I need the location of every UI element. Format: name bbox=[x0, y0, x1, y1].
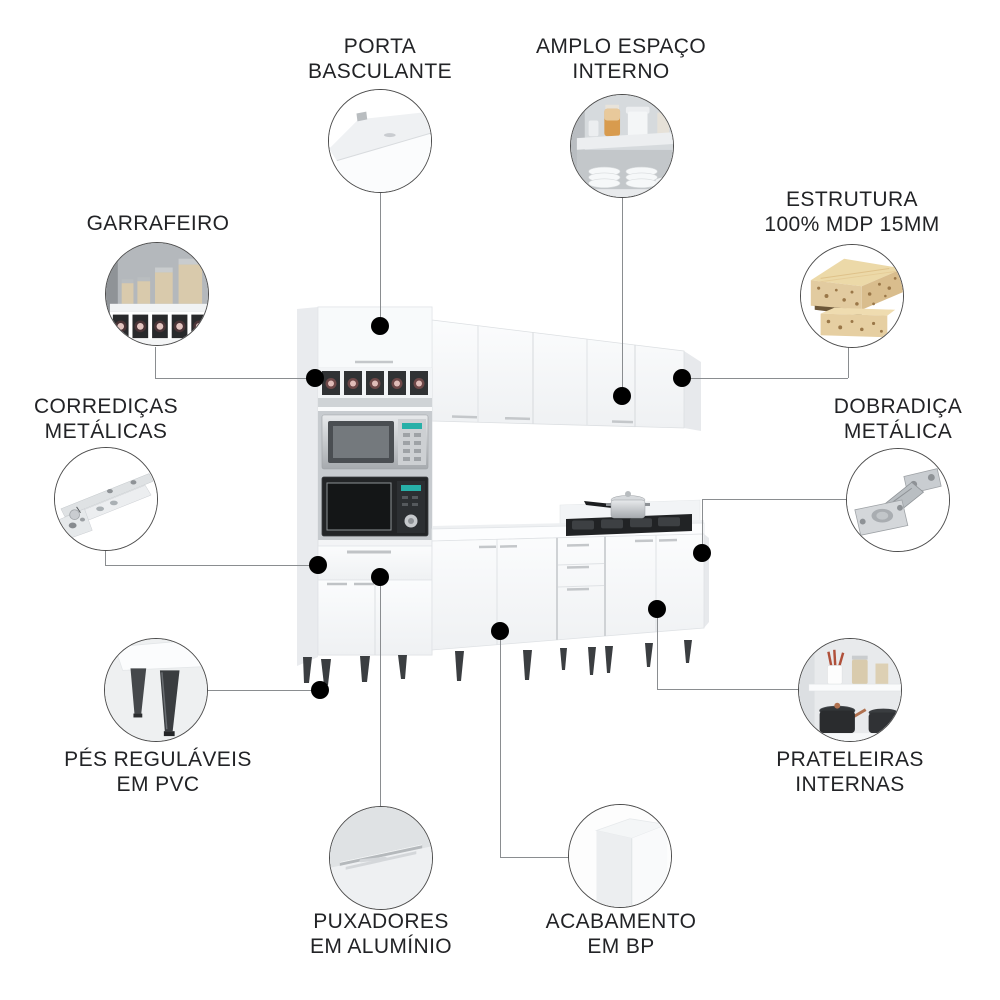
metal-drawer-slide-icon bbox=[55, 448, 157, 550]
metal-hinge-photo-circle bbox=[846, 448, 950, 552]
upper-wall-cabinets bbox=[431, 319, 701, 431]
connector-line bbox=[380, 585, 381, 807]
bp-finish-icon bbox=[569, 805, 671, 907]
connector-line bbox=[657, 689, 799, 690]
tower-doors bbox=[317, 579, 433, 656]
metal-drawer-slide-photo-circle bbox=[54, 447, 158, 551]
callout-dot bbox=[491, 622, 509, 640]
connector-line bbox=[208, 690, 312, 691]
bottle-rack-icon bbox=[106, 243, 208, 345]
tall-oven-tower bbox=[297, 306, 433, 666]
callout-label: ACABAMENTO EM BP bbox=[545, 910, 697, 958]
callout-dot bbox=[371, 317, 389, 335]
adjustable-feet-icon bbox=[105, 639, 207, 741]
callout-dot bbox=[371, 568, 389, 586]
connector-line bbox=[380, 193, 381, 325]
internal-shelves-photo-circle bbox=[798, 638, 902, 742]
adjustable-feet-photo-circle bbox=[104, 638, 208, 742]
connector-line bbox=[105, 565, 310, 566]
bp-finish-photo-circle bbox=[568, 804, 672, 908]
connector-line bbox=[105, 550, 106, 565]
kitchen-cabinet-set bbox=[297, 306, 709, 685]
callout-dot bbox=[673, 369, 691, 387]
cooktop bbox=[566, 514, 692, 536]
tilting-door-photo-circle bbox=[328, 89, 432, 193]
callout-dot bbox=[306, 369, 324, 387]
connector-line bbox=[500, 857, 569, 858]
callout-dot bbox=[311, 681, 329, 699]
interior-shelves-photo-circle bbox=[570, 94, 674, 198]
connector-line bbox=[702, 499, 703, 544]
tilting-door bbox=[317, 306, 433, 369]
wine-rack bbox=[318, 368, 432, 398]
bottle-rack-photo-circle bbox=[105, 242, 209, 346]
connector-line bbox=[155, 347, 156, 378]
aluminium-handle-icon bbox=[330, 807, 432, 909]
callout-dot bbox=[693, 544, 711, 562]
callout-label: PORTA BASCULANTE bbox=[307, 35, 453, 83]
pot-on-cooktop bbox=[584, 491, 650, 519]
connector-line bbox=[848, 347, 849, 378]
callout-label: ESTRUTURA 100% MDP 15MM bbox=[764, 188, 940, 236]
oven-niche bbox=[318, 472, 432, 540]
callout-label: AMPLO ESPAÇO INTERNO bbox=[535, 35, 707, 83]
connector-line bbox=[657, 617, 658, 689]
base-cabinets bbox=[431, 533, 709, 651]
metal-hinge-icon bbox=[847, 449, 949, 551]
mdp-board-photo-circle bbox=[800, 244, 904, 348]
connector-line bbox=[155, 378, 307, 379]
callout-label: PUXADORES EM ALUMÍNIO bbox=[309, 910, 453, 958]
internal-shelves-icon bbox=[799, 639, 901, 741]
aluminium-handle-photo-circle bbox=[329, 806, 433, 910]
tapered-legs bbox=[303, 640, 692, 685]
callout-label: PRATELEIRAS INTERNAS bbox=[776, 748, 924, 796]
connector-line bbox=[689, 378, 848, 379]
callout-label: DOBRADIÇA METÁLICA bbox=[833, 395, 963, 443]
callout-label: CORREDIÇAS METÁLICAS bbox=[33, 395, 179, 443]
connector-line bbox=[500, 639, 501, 857]
connector-line bbox=[622, 197, 623, 396]
callout-dot bbox=[309, 556, 327, 574]
tilting-door-icon bbox=[329, 90, 431, 192]
mdp-board-icon bbox=[801, 245, 903, 347]
interior-shelves-icon bbox=[571, 95, 673, 197]
callout-label: GARRAFEIRO bbox=[86, 212, 230, 235]
callout-dot bbox=[648, 600, 666, 618]
connector-line bbox=[703, 499, 848, 500]
callout-dot bbox=[613, 387, 631, 405]
microwave-niche bbox=[318, 411, 432, 472]
callout-label: PÉS REGULÁVEIS EM PVC bbox=[64, 748, 252, 796]
